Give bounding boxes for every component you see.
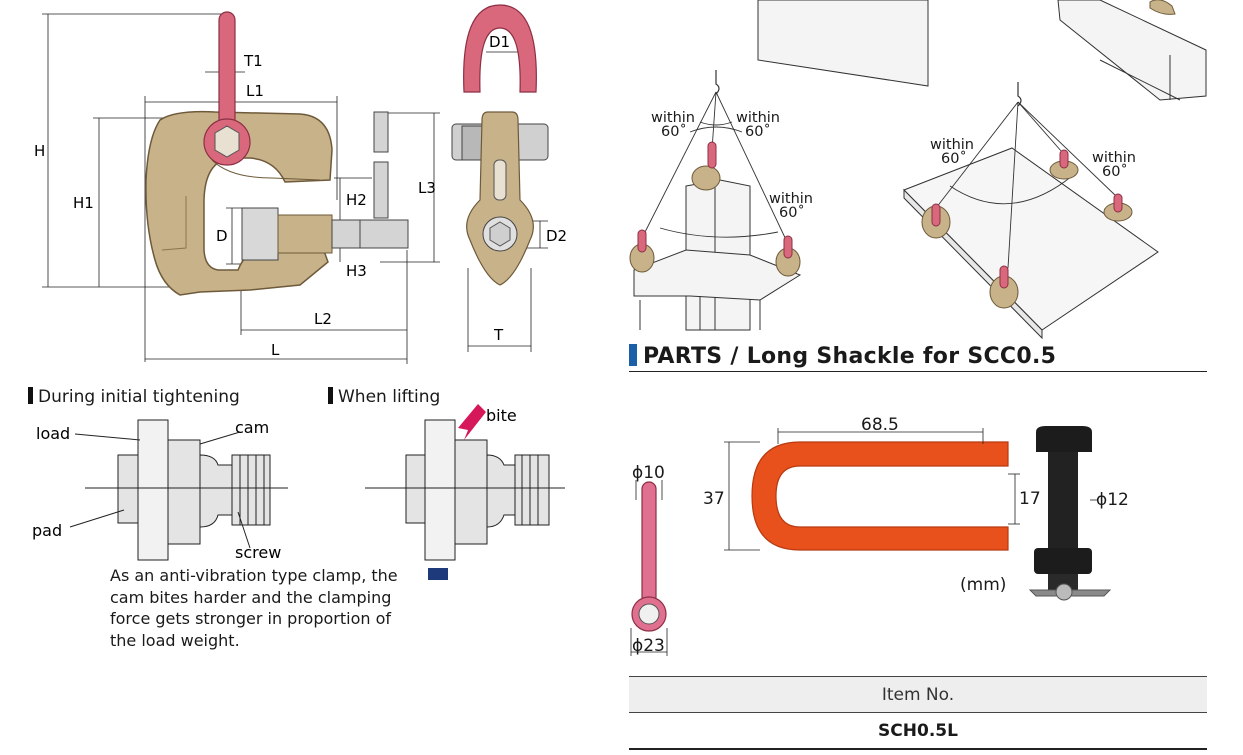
section-marker xyxy=(328,387,333,404)
label-bite: bite xyxy=(486,406,517,425)
label-cam: cam xyxy=(235,418,269,437)
dim-T: T xyxy=(493,326,504,344)
label-angle-3: 60˚ xyxy=(779,204,805,221)
label-within-1: within xyxy=(651,110,695,126)
dim-width: 68.5 xyxy=(861,415,899,435)
label-pad: pad xyxy=(32,521,62,540)
label-screw: screw xyxy=(235,543,281,562)
dim-phi10: ϕ10 xyxy=(632,463,665,483)
label-angle-5: 60˚ xyxy=(1102,163,1128,180)
section-marker xyxy=(28,387,33,404)
label-angle-4: 60˚ xyxy=(941,150,967,167)
anti-vibration-note: As an anti-vibration type clamp, the cam… xyxy=(110,566,398,650)
label-within-2: within xyxy=(736,110,780,126)
dim-D: D xyxy=(216,227,228,245)
item-table-header: Item No. xyxy=(629,676,1207,713)
label-load: load xyxy=(36,424,70,443)
dim-gap: 17 xyxy=(1019,489,1041,509)
label-within-3: within xyxy=(769,191,813,207)
dim-D2: D2 xyxy=(546,227,567,245)
dim-L: L xyxy=(271,341,280,359)
label-angle-1: 60˚ xyxy=(661,123,687,140)
parts-title: PARTS / Long Shackle for SCC0.5 xyxy=(643,344,1057,369)
unit-mm: (mm) xyxy=(960,575,1006,595)
tightening-title: During initial tightening xyxy=(28,387,240,407)
sling-angle-illustrations: within 60˚ within 60˚ within 60˚ within … xyxy=(629,0,1207,340)
lifting-title: When lifting xyxy=(328,387,440,407)
dim-phi12: ϕ12 xyxy=(1096,490,1129,510)
tightening-diagram: load cam pad screw bite xyxy=(32,404,565,580)
clamp-dimension-drawing: H H1 H2 H3 T1 L1 L2 L3 L D D1 D2 T xyxy=(34,4,567,364)
label-within-4: within xyxy=(930,137,974,153)
dim-L3: L3 xyxy=(418,179,436,197)
parts-marker xyxy=(629,344,637,366)
dim-H3: H3 xyxy=(346,262,367,280)
bite-arrow-icon xyxy=(458,404,486,440)
item-table: Item No. SCH0.5L xyxy=(629,676,1207,750)
down-arrow-icon xyxy=(428,568,448,580)
dim-H2: H2 xyxy=(346,191,367,209)
label-angle-2: 60˚ xyxy=(745,123,771,140)
dim-height: 37 xyxy=(703,489,725,509)
dim-T1: T1 xyxy=(243,52,263,70)
dim-L1: L1 xyxy=(246,82,264,100)
item-table-value: SCH0.5L xyxy=(629,712,1207,750)
parts-header: PARTS / Long Shackle for SCC0.5 xyxy=(629,344,1207,372)
label-within-5: within xyxy=(1092,150,1136,166)
dim-H: H xyxy=(34,142,45,160)
dim-phi23: ϕ23 xyxy=(632,636,665,656)
dim-L2: L2 xyxy=(314,310,332,328)
dim-H1: H1 xyxy=(73,194,94,212)
item-table-container: Item No. SCH0.5L xyxy=(629,676,1207,750)
long-shackle-drawing: ϕ10 ϕ23 68.5 37 17 ϕ12 (mm) xyxy=(630,415,1129,656)
dim-D1: D1 xyxy=(489,33,510,51)
